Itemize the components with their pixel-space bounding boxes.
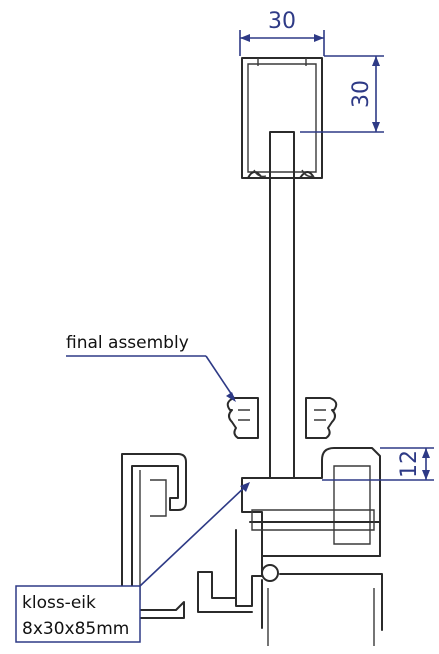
dimension-top-height: 30 (300, 55, 384, 133)
dimension-label-top-height: 30 (349, 80, 374, 108)
left-bracket-profile (121, 453, 187, 619)
top-profile (241, 57, 323, 179)
block-label-line2: 8x30x85mm (22, 619, 129, 639)
dimension-top-width: 30 (239, 9, 325, 56)
gasket-right (305, 397, 338, 439)
gasket-left (226, 397, 259, 439)
annotation-final-assembly: final assembly (66, 333, 236, 402)
block-label-line1: kloss-eik (22, 593, 96, 613)
dimension-bottom-height: 12 (322, 447, 434, 481)
final-assembly-label: final assembly (66, 333, 189, 353)
frame-profile (197, 447, 383, 646)
dimension-label-bottom-height: 12 (397, 450, 422, 478)
dimension-label-top-width: 30 (268, 9, 296, 34)
annotation-block: kloss-eik 8x30x85mm (15, 482, 250, 643)
glass-pane (269, 131, 295, 479)
